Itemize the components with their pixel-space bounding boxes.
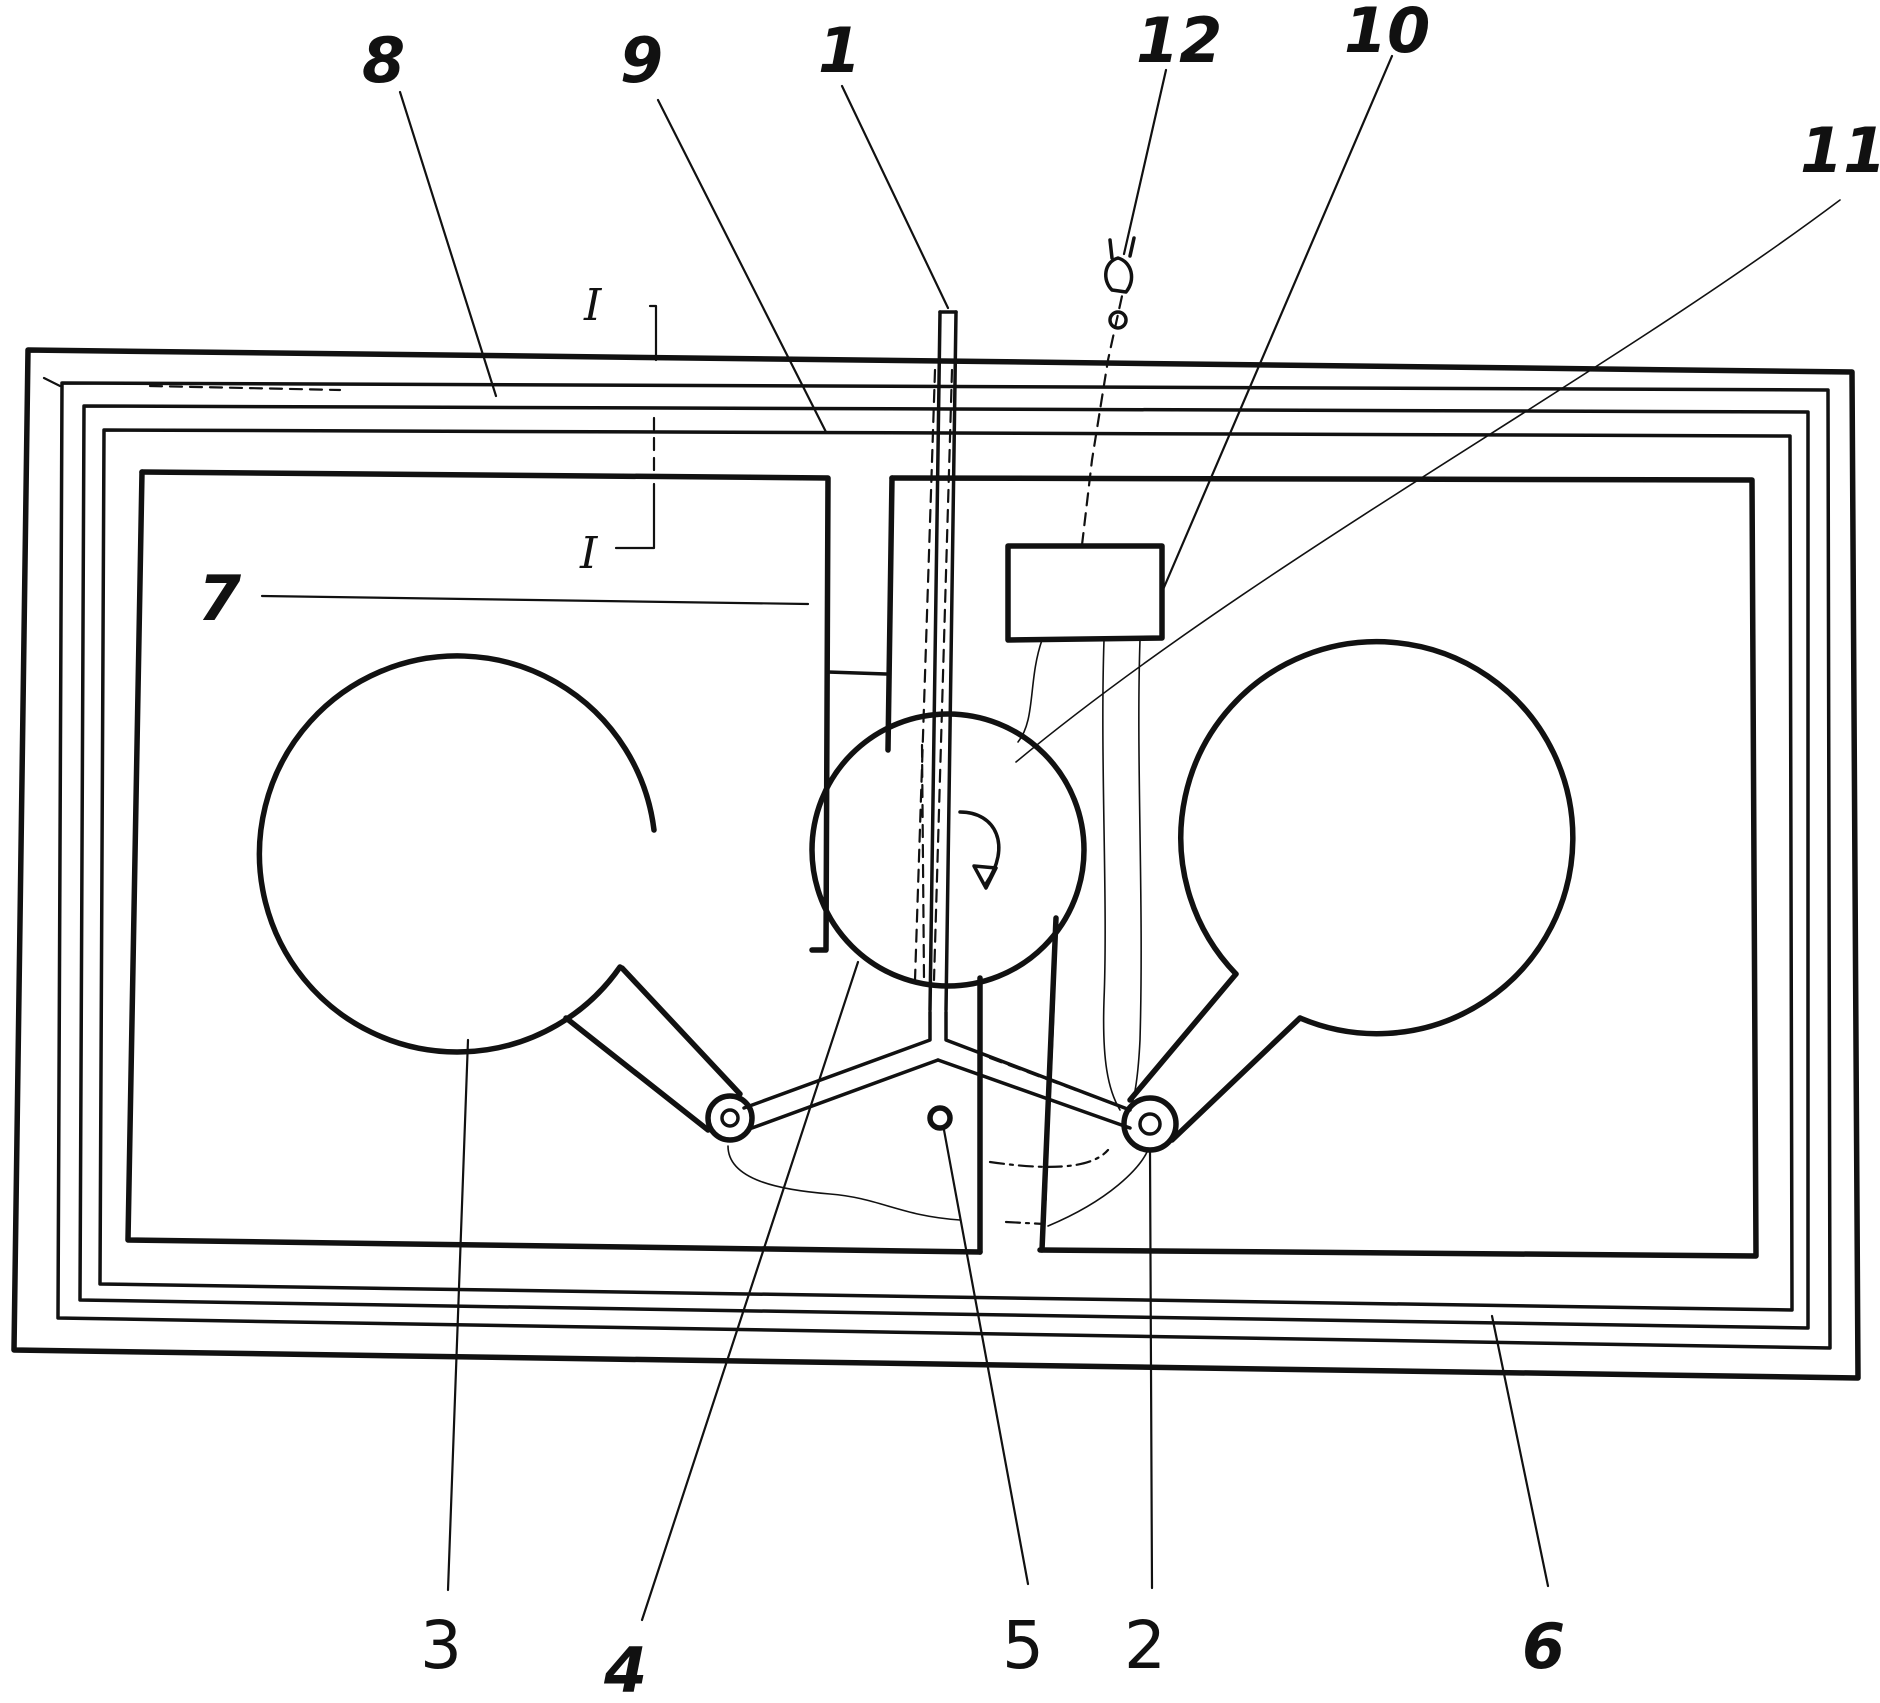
- leader-lines: [260, 54, 1841, 1622]
- left-chamber: [125, 469, 983, 1255]
- label-3: 3: [420, 1607, 462, 1684]
- wiring: [727, 639, 1149, 1227]
- feed-tube: [913, 310, 958, 1012]
- label-7: 7: [198, 562, 242, 635]
- pivot-pin: [927, 1105, 953, 1131]
- label-11: 11: [1800, 114, 1880, 187]
- label-10: 10: [1344, 0, 1430, 67]
- reference-numerals: 8 9 1 12 10 11 7 3 4 5 2 6: [198, 0, 1880, 1703]
- label-1: 1: [818, 14, 861, 87]
- label-5: 5: [1002, 1607, 1044, 1684]
- label-2: 2: [1124, 1607, 1166, 1684]
- right-drum: [1121, 638, 1576, 1153]
- left-drum: [256, 653, 755, 1143]
- label-12: 12: [1136, 4, 1222, 77]
- section-mark: I I: [579, 280, 658, 579]
- label-4: 4: [603, 1634, 647, 1703]
- label-9: 9: [620, 24, 663, 97]
- center-drum: [809, 711, 1087, 989]
- label-6: 6: [1522, 1610, 1565, 1683]
- center-partition: [826, 670, 983, 1255]
- power-cord: [1080, 236, 1136, 547]
- outer-housing: [11, 347, 1861, 1381]
- right-chamber: [885, 475, 1759, 1259]
- section-mark-bottom: I: [579, 528, 599, 579]
- y-linkage: [742, 1010, 1132, 1130]
- frame-gap-marks: [42, 376, 342, 392]
- label-8: 8: [362, 24, 405, 97]
- section-mark-top: I: [583, 280, 603, 331]
- control-box: [1005, 543, 1165, 643]
